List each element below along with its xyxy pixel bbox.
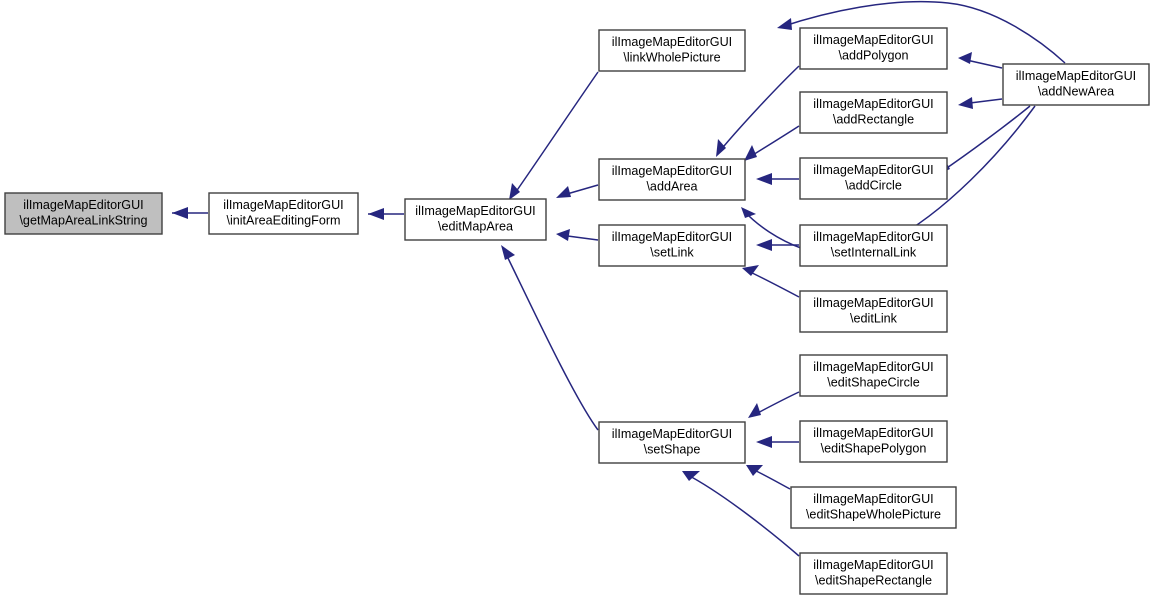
arrow-head-icon (756, 239, 772, 251)
graph-node-addNewArea[interactable]: ilImageMapEditorGUI\addNewArea (1002, 63, 1150, 106)
arrow-head-icon (742, 265, 759, 276)
node-box[interactable] (799, 290, 948, 333)
edge-setShape-to-editMapArea (501, 245, 599, 431)
graph-node-editLink[interactable]: ilImageMapEditorGUI\editLink (799, 290, 948, 333)
node-label-addPolygon: ilImageMapEditorGUI\addPolygon (813, 33, 933, 63)
edge-addNewArea-to-addCircle (937, 105, 1031, 175)
node-label-getMapAreaLinkString: ilImageMapEditorGUI\getMapAreaLinkString (19, 198, 147, 228)
node-box[interactable] (799, 91, 948, 134)
graph-node-addPolygon[interactable]: ilImageMapEditorGUI\addPolygon (799, 27, 948, 70)
node-box[interactable] (598, 224, 746, 267)
arrow-head-icon (958, 52, 972, 64)
node-box[interactable] (799, 27, 948, 70)
arrow-head-icon (741, 207, 756, 218)
edge-addCircle-to-addArea (756, 173, 799, 185)
edge-addNewArea-to-linkWholePicture (777, 0, 1066, 64)
node-box[interactable] (598, 29, 746, 72)
node-label-initAreaEditingForm: ilImageMapEditorGUI\initAreaEditingForm (223, 198, 343, 228)
node-box[interactable] (404, 198, 547, 241)
arrow-head-icon (556, 229, 570, 241)
node-label-addNewArea: ilImageMapEditorGUI\addNewArea (1016, 69, 1136, 99)
node-label-editShapeCircle: ilImageMapEditorGUI\editShapeCircle (813, 360, 933, 390)
node-box[interactable] (208, 192, 359, 235)
node-label-addRectangle: ilImageMapEditorGUI\addRectangle (813, 97, 933, 127)
edge-setLink-to-editMapArea (556, 229, 599, 241)
arrow-head-icon (744, 145, 757, 161)
edge-linkWholePicture-to-editMapArea (509, 71, 599, 200)
node-box[interactable] (799, 157, 948, 200)
arrow-head-icon (748, 403, 761, 418)
node-label-editShapeWholePicture: ilImageMapEditorGUI\editShapeWholePictur… (806, 492, 941, 522)
node-box[interactable] (4, 192, 163, 235)
graph-node-addRectangle[interactable]: ilImageMapEditorGUI\addRectangle (799, 91, 948, 134)
graph-node-editMapArea[interactable]: ilImageMapEditorGUI\editMapArea (404, 198, 547, 241)
edges-layer (172, 0, 1066, 557)
arrow-head-icon (556, 186, 571, 198)
nodes-layer: ilImageMapEditorGUI\getMapAreaLinkString… (4, 27, 1150, 595)
graph-node-linkWholePicture[interactable]: ilImageMapEditorGUI\linkWholePicture (598, 29, 746, 72)
graph-node-setShape[interactable]: ilImageMapEditorGUI\setShape (598, 421, 746, 464)
graph-node-editShapeCircle[interactable]: ilImageMapEditorGUI\editShapeCircle (799, 354, 948, 397)
arrow-head-icon (716, 139, 726, 157)
node-label-linkWholePicture: ilImageMapEditorGUI\linkWholePicture (612, 35, 732, 65)
node-label-editShapePolygon: ilImageMapEditorGUI\editShapePolygon (813, 426, 933, 456)
node-label-setInternalLink: ilImageMapEditorGUI\setInternalLink (813, 230, 933, 260)
node-label-editLink: ilImageMapEditorGUI\editLink (813, 296, 933, 326)
arrow-head-icon (756, 436, 772, 448)
node-box[interactable] (799, 420, 948, 463)
graph-node-editShapeWholePicture[interactable]: ilImageMapEditorGUI\editShapeWholePictur… (790, 486, 957, 529)
node-box[interactable] (799, 354, 948, 397)
edge-addArea-to-editMapArea (556, 184, 599, 198)
edge-addNewArea-to-addPolygon (958, 52, 1003, 69)
edge-addPolygon-to-addArea (716, 65, 800, 157)
edge-editShapePolygon-to-setShape (756, 436, 799, 448)
node-box[interactable] (598, 158, 746, 201)
graph-node-editShapeRectangle[interactable]: ilImageMapEditorGUI\editShapeRectangle (799, 552, 948, 595)
edge-editMapArea-to-initAreaEditingForm (368, 208, 404, 220)
graph-node-addArea[interactable]: ilImageMapEditorGUI\addArea (598, 158, 746, 201)
graph-node-editShapePolygon[interactable]: ilImageMapEditorGUI\editShapePolygon (799, 420, 948, 463)
node-box[interactable] (1002, 63, 1150, 106)
graph-node-getMapAreaLinkString[interactable]: ilImageMapEditorGUI\getMapAreaLinkString (4, 192, 163, 235)
edge-addRectangle-to-addArea (744, 125, 800, 161)
edge-editShapeCircle-to-setShape (748, 391, 800, 418)
node-label-addCircle: ilImageMapEditorGUI\addCircle (813, 163, 933, 193)
edge-initAreaEditingForm-to-getMapAreaLinkString (172, 207, 208, 219)
arrow-head-icon (368, 208, 384, 220)
node-box[interactable] (598, 421, 746, 464)
arrow-head-icon (682, 471, 700, 481)
graph-node-initAreaEditingForm[interactable]: ilImageMapEditorGUI\initAreaEditingForm (208, 192, 359, 235)
graph-node-addCircle[interactable]: ilImageMapEditorGUI\addCircle (799, 157, 948, 200)
node-box[interactable] (799, 224, 948, 267)
node-label-setShape: ilImageMapEditorGUI\setShape (612, 427, 732, 457)
edge-editLink-to-setLink (742, 265, 800, 298)
arrow-head-icon (756, 173, 772, 185)
arrow-head-icon (777, 18, 792, 30)
arrow-head-icon (501, 245, 515, 260)
node-label-editMapArea: ilImageMapEditorGUI\editMapArea (415, 204, 535, 234)
edge-editShapeRectangle-to-setShape (682, 471, 800, 557)
node-label-editShapeRectangle: ilImageMapEditorGUI\editShapeRectangle (813, 558, 933, 588)
arrow-head-icon (958, 97, 973, 109)
graph-node-setLink[interactable]: ilImageMapEditorGUI\setLink (598, 224, 746, 267)
node-box[interactable] (799, 552, 948, 595)
graph-node-setInternalLink[interactable]: ilImageMapEditorGUI\setInternalLink (799, 224, 948, 267)
node-label-addArea: ilImageMapEditorGUI\addArea (612, 164, 732, 194)
arrow-head-icon (746, 465, 763, 476)
edge-editShapeWholePicture-to-setShape (746, 465, 791, 490)
node-box[interactable] (790, 486, 957, 529)
arrow-head-icon (172, 207, 188, 219)
node-label-setLink: ilImageMapEditorGUI\setLink (612, 230, 732, 260)
arrow-head-icon (509, 183, 520, 200)
edge-addNewArea-to-addRectangle (958, 97, 1003, 109)
